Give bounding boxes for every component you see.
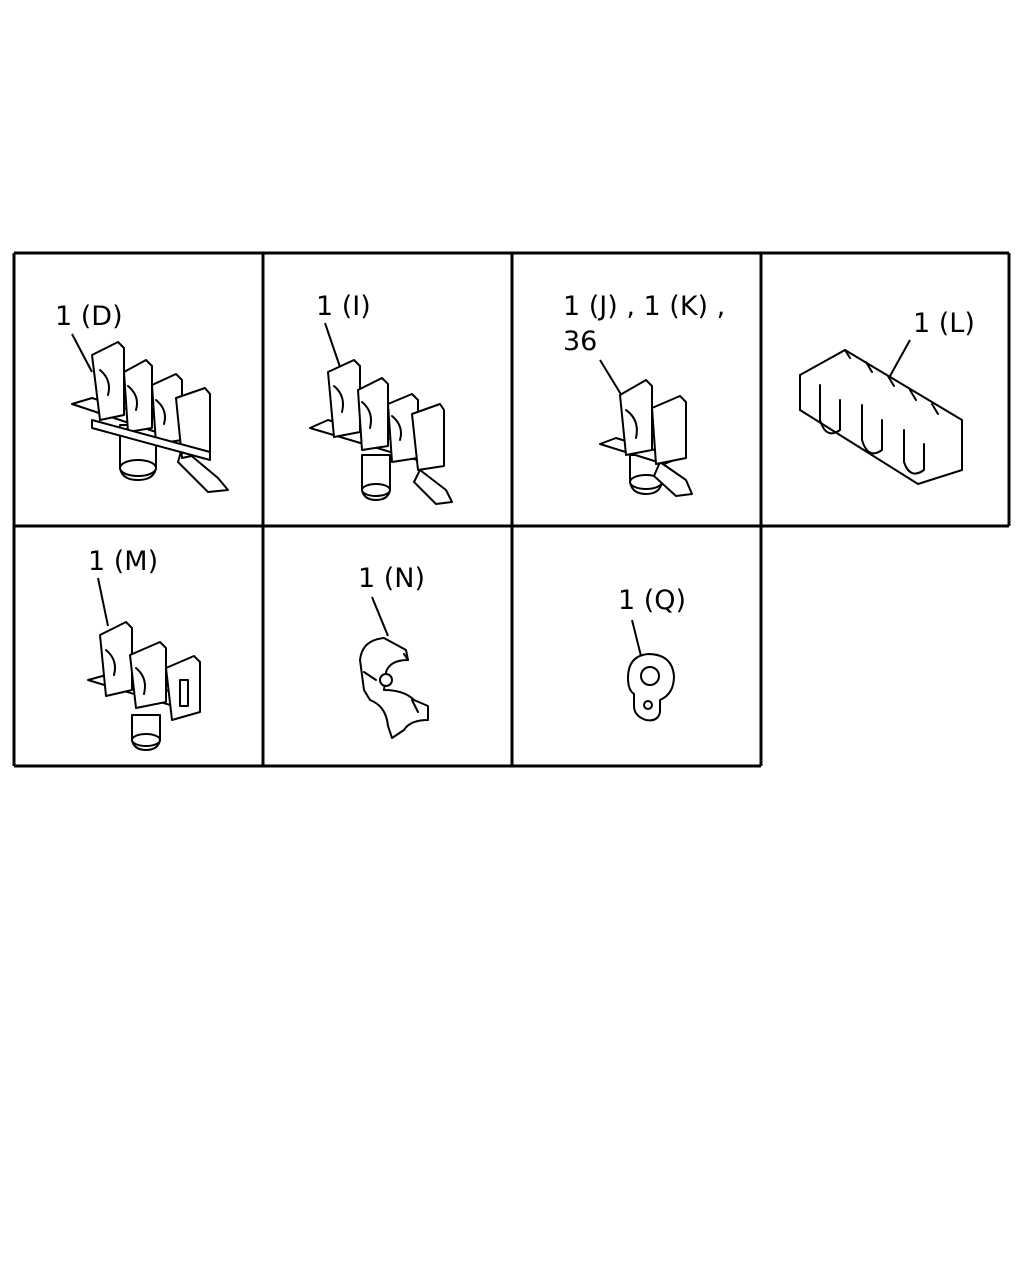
label-jk: 1 (J) , 1 (K) , — [563, 291, 725, 322]
label-m: 1 (M) — [88, 546, 158, 577]
label-l: 1 (L) — [913, 308, 975, 339]
leader-d — [71, 333, 93, 373]
wavy-spacer-icon — [799, 349, 963, 485]
leader-i — [324, 322, 341, 368]
label-i: 1 (I) — [316, 291, 371, 322]
label-q: 1 (Q) — [618, 585, 686, 616]
pipe-clamp-icon — [359, 637, 429, 739]
cell-d: 1 (D) — [55, 301, 229, 493]
leader-n — [371, 596, 389, 637]
parts-grid — [12, 251, 1011, 768]
double-hose-clamp-icon — [87, 621, 201, 751]
leader-m — [97, 577, 109, 627]
label-n: 1 (N) — [358, 563, 425, 594]
cell-l: 1 (L) — [799, 308, 975, 485]
cell-n: 1 (N) — [358, 563, 429, 739]
cell-m: 1 (M) — [87, 546, 201, 751]
p-clip-icon — [627, 653, 675, 722]
cell-i: 1 (I) — [309, 291, 453, 505]
cell-jk36: 1 (J) , 1 (K) , 36 — [563, 291, 725, 497]
label-d: 1 (D) — [55, 301, 123, 332]
label-36: 36 — [563, 326, 597, 357]
leader-q — [631, 619, 643, 661]
single-hose-clamp-icon — [599, 379, 693, 497]
triple-hose-clamp-icon — [309, 359, 453, 505]
cell-q: 1 (Q) — [618, 585, 686, 722]
triple-hose-clamp-icon — [71, 341, 229, 493]
leader-jk36 — [599, 359, 623, 397]
